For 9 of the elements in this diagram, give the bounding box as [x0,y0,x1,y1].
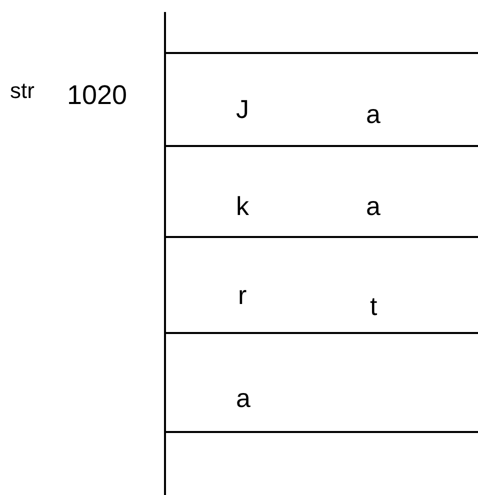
character-value: a [236,385,250,411]
variable-name: str [10,80,34,102]
character-value: k [236,193,249,219]
character-value: r [238,282,247,308]
character-value: a [366,193,380,219]
character-value: a [366,101,380,127]
memory-address: 1020 [67,82,128,109]
character-value: J [236,96,249,122]
character-value: t [370,293,378,319]
